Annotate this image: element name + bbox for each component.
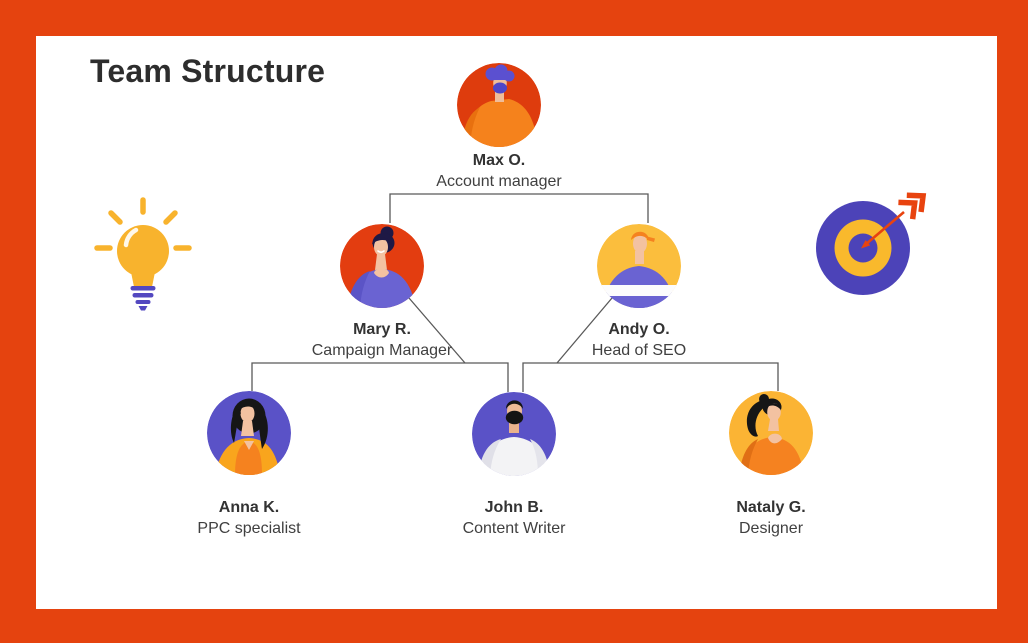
avatar-illustration-john <box>472 392 556 476</box>
member-role: Designer <box>738 520 804 537</box>
avatar-illustration-max <box>457 63 541 147</box>
member-card-mary: Mary R. Campaign Manager <box>272 321 492 359</box>
avatar-illustration-mary <box>340 224 424 308</box>
member-name: Max O. <box>472 152 526 169</box>
page-title: Team Structure <box>90 53 326 89</box>
member-card-andy: Andy O. Head of SEO <box>529 321 749 359</box>
lightbulb-icon <box>93 196 193 319</box>
avatar-max <box>457 63 541 147</box>
member-card-john: John B. Content Writer <box>404 499 624 537</box>
member-role: Content Writer <box>462 520 566 537</box>
member-name: John B. <box>484 499 544 516</box>
member-name: Nataly G. <box>736 499 806 516</box>
member-card-nataly: Nataly G. Designer <box>661 499 881 537</box>
member-name: Anna K. <box>218 499 280 516</box>
member-card-anna: Anna K. PPC specialist <box>139 499 359 537</box>
avatar-illustration-anna <box>207 391 291 475</box>
avatar-illustration-nataly <box>729 391 813 475</box>
member-role: PPC specialist <box>197 520 301 537</box>
member-name: Mary R. <box>353 321 411 338</box>
member-name: Andy O. <box>608 321 670 338</box>
avatar-illustration-andy <box>597 224 681 308</box>
member-card-max: Max O. Account manager <box>389 152 609 190</box>
member-role: Campaign Manager <box>311 342 453 359</box>
avatar-mary <box>340 224 424 308</box>
target-icon <box>803 192 938 312</box>
avatar-anna <box>207 391 291 475</box>
avatar-andy <box>597 224 681 308</box>
avatar-nataly <box>729 391 813 475</box>
member-role: Head of SEO <box>591 342 687 359</box>
avatar-john <box>472 392 556 476</box>
member-role: Account manager <box>436 173 562 190</box>
